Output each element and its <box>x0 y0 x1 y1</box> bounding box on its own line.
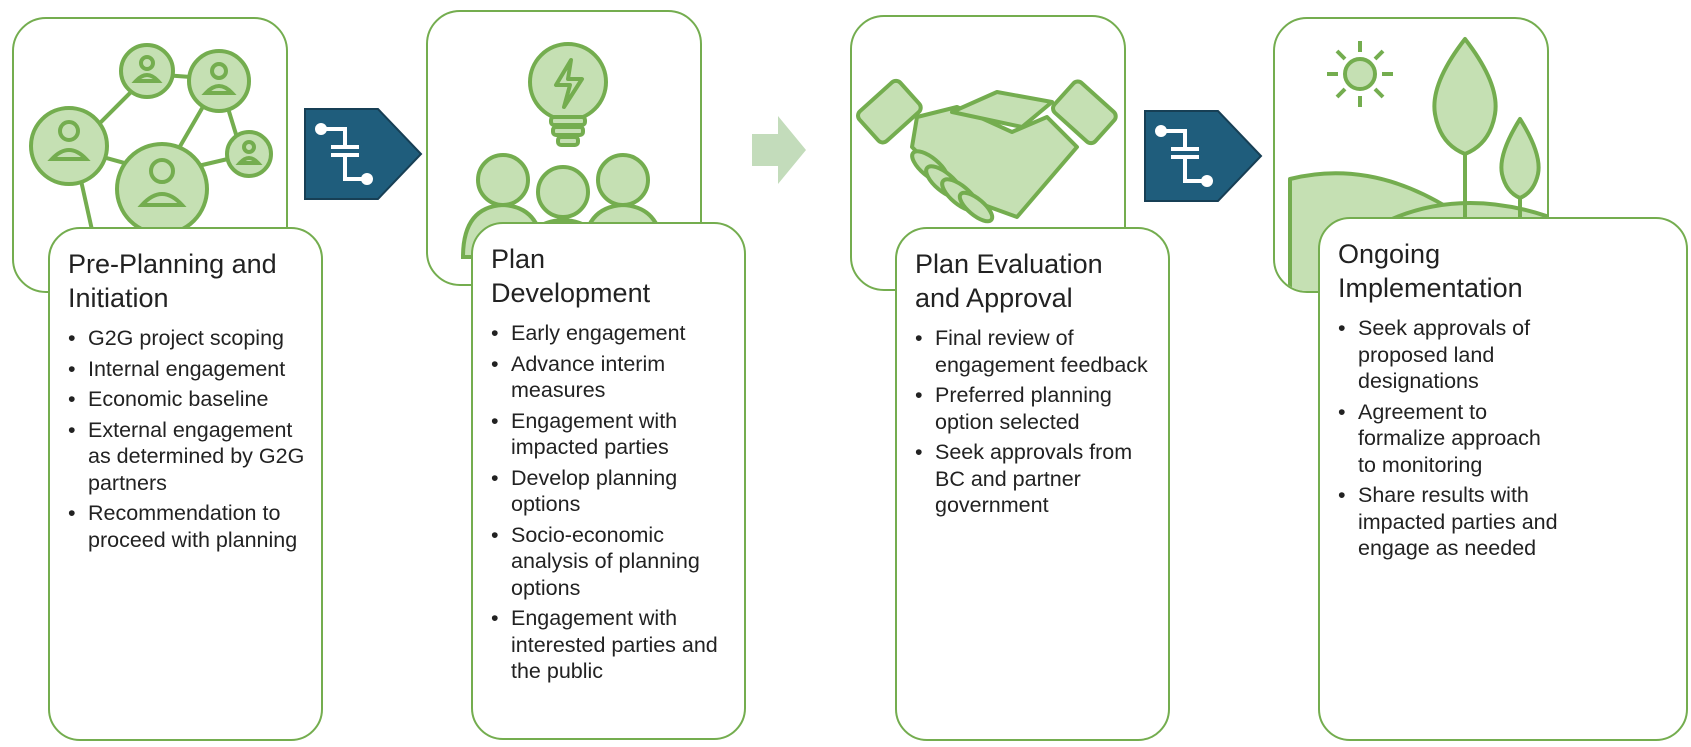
network-people-icon <box>29 43 273 250</box>
list-item: Seek approvals of proposed land designat… <box>1338 315 1560 395</box>
list-item: Share results with impacted parties and … <box>1338 482 1560 562</box>
list-item: Early engagement <box>491 320 736 347</box>
list-item: Final review of engagement feedback <box>915 325 1154 378</box>
handshake-icon <box>856 78 1118 224</box>
list-item: G2G project scoping <box>68 325 307 352</box>
stage-title: Pre-Planning and Initiation <box>68 249 277 313</box>
step-connector-icon <box>1144 110 1263 202</box>
stage-items-list: G2G project scoping Internal engagement … <box>68 325 307 553</box>
step-connector-icon <box>304 108 423 200</box>
list-item: Develop planning options <box>491 465 736 518</box>
stage-card-plan-evaluation: Plan Evaluation and Approval Final revie… <box>895 227 1170 741</box>
list-item: Advance interim measures <box>491 351 736 404</box>
list-item: Socio-economic analysis of planning opti… <box>491 522 736 602</box>
stage-items-list: Early engagement Advance interim measure… <box>491 320 736 685</box>
list-item: Internal engagement <box>68 356 307 383</box>
stage-title: Plan Development <box>491 244 651 308</box>
list-item: Engagement with impacted parties <box>491 408 736 461</box>
next-arrow-icon <box>752 116 806 184</box>
list-item: Agreement to formalize approach to monit… <box>1338 399 1560 479</box>
stage-title: Ongoing Implementation <box>1338 239 1523 303</box>
list-item: Engagement with interested parties and t… <box>491 605 736 685</box>
list-item: Seek approvals from BC and partner gover… <box>915 439 1154 519</box>
list-item: Economic baseline <box>68 386 307 413</box>
stage-items-list: Final review of engagement feedback Pref… <box>915 325 1154 519</box>
stage-card-pre-planning: Pre-Planning and Initiation G2G project … <box>48 227 323 741</box>
stage-title: Plan Evaluation and Approval <box>915 249 1103 313</box>
stage-items-list: Seek approvals of proposed land designat… <box>1338 315 1560 562</box>
list-item: External engagement as determined by G2G… <box>68 417 307 497</box>
stage-card-plan-development: Plan Development Early engagement Advanc… <box>471 222 746 740</box>
list-item: Recommendation to proceed with planning <box>68 500 307 553</box>
stage-card-ongoing-implementation: Ongoing Implementation Seek approvals of… <box>1318 217 1688 741</box>
list-item: Preferred planning option selected <box>915 382 1154 435</box>
